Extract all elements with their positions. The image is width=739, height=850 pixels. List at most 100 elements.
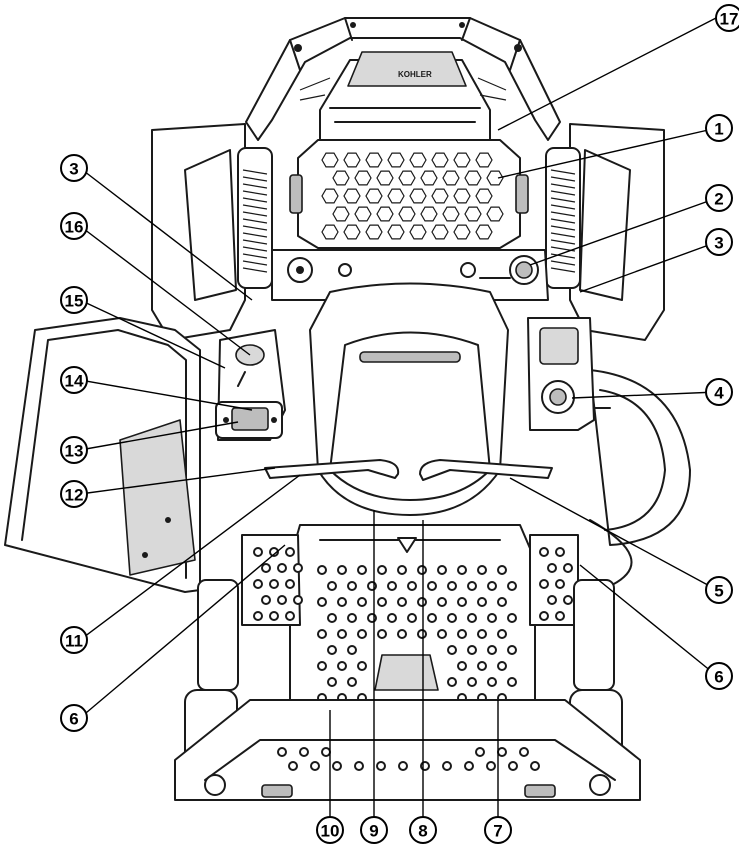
callout-1-label: 1 [714, 120, 723, 139]
floor-hole [408, 582, 416, 590]
floor-hole [398, 566, 406, 574]
callout-6-left: 6 [61, 705, 87, 731]
side-plate-hole [254, 548, 262, 556]
floor-hole [358, 566, 366, 574]
callout-13: 13 [61, 437, 87, 463]
floor-hole [508, 646, 516, 654]
side-plate-hole [556, 612, 564, 620]
floor-hole [348, 582, 356, 590]
callout-6-left-label: 6 [69, 710, 78, 729]
side-plate-hole [556, 548, 564, 556]
floor-hole [498, 662, 506, 670]
callout-13-label: 13 [65, 442, 84, 461]
axle-hole [322, 748, 330, 756]
engine-brand: KOHLER [398, 70, 432, 79]
callout-9-label: 9 [369, 822, 378, 841]
floor-hole [328, 678, 336, 686]
floor-hole [378, 566, 386, 574]
axle-hole [443, 762, 451, 770]
floor-hole [358, 630, 366, 638]
floor-hole [318, 662, 326, 670]
side-plate-hole [564, 564, 572, 572]
callout-3-right-label: 3 [714, 234, 723, 253]
floor-hole [348, 646, 356, 654]
callout-15: 15 [61, 287, 87, 313]
floor-hole [398, 630, 406, 638]
axle-hole [300, 748, 308, 756]
floor-hole [338, 566, 346, 574]
side-plate-hole [270, 612, 278, 620]
axle-hole [311, 762, 319, 770]
side-plate-hole [254, 580, 262, 588]
side-plate-hole [262, 596, 270, 604]
floor-hole [328, 614, 336, 622]
side-plate-hole [556, 580, 564, 588]
side-plate-hole [278, 596, 286, 604]
floor-hole [498, 566, 506, 574]
floor-hole [498, 630, 506, 638]
floor-hole [458, 566, 466, 574]
mower-deck-right [590, 370, 690, 585]
side-plate-hole [548, 596, 556, 604]
floor-hole [448, 614, 456, 622]
callout-7: 7 [485, 817, 511, 843]
floor-hole [348, 614, 356, 622]
side-plate-hole [540, 612, 548, 620]
side-plate-hole [262, 564, 270, 572]
seat [310, 284, 508, 516]
floor-hole [348, 678, 356, 686]
callout-14-label: 14 [65, 372, 84, 391]
axle-hole [509, 762, 517, 770]
callout-2-label: 2 [714, 190, 723, 209]
side-plate-hole [286, 548, 294, 556]
floor-hole [338, 662, 346, 670]
floor-hole [358, 598, 366, 606]
callout-15-label: 15 [65, 292, 84, 311]
side-plate-hole [286, 612, 294, 620]
floor-hole [338, 630, 346, 638]
callout-5: 5 [706, 577, 732, 603]
callout-4-label: 4 [714, 384, 724, 403]
floor-hole [378, 630, 386, 638]
floor-hole [318, 598, 326, 606]
side-plate-hole [540, 548, 548, 556]
callout-3-left: 3 [61, 155, 87, 181]
floor-hole [448, 678, 456, 686]
floor-hole [468, 678, 476, 686]
callout-12: 12 [61, 481, 87, 507]
axle-hole [399, 762, 407, 770]
floor-hole [478, 630, 486, 638]
side-plate-hole [294, 596, 302, 604]
axle-hole [498, 748, 506, 756]
floor-hole [428, 582, 436, 590]
axle-hole [476, 748, 484, 756]
floor-hole [418, 630, 426, 638]
axle-hole [355, 762, 363, 770]
floor-hole [338, 598, 346, 606]
callout-8: 8 [410, 817, 436, 843]
axle-hole [465, 762, 473, 770]
side-plate-hole [286, 580, 294, 588]
floor-hole [318, 566, 326, 574]
side-chute [5, 318, 200, 592]
callout-3-right: 3 [706, 229, 732, 255]
floor-hole [318, 630, 326, 638]
side-plate-hole [540, 580, 548, 588]
floor-hole [378, 598, 386, 606]
callout-17: 17 [716, 5, 739, 31]
axle-hole [531, 762, 539, 770]
side-plate-hole [294, 564, 302, 572]
callout-16-label: 16 [65, 218, 84, 237]
floor-hole [458, 662, 466, 670]
engine-screen [290, 140, 528, 248]
floor-hole [458, 598, 466, 606]
axle-hole [333, 762, 341, 770]
callout-17-label: 17 [720, 10, 739, 29]
floor-hole [388, 582, 396, 590]
floor-hole [488, 582, 496, 590]
floor-hole [458, 630, 466, 638]
side-plate-hole [270, 580, 278, 588]
callout-7-label: 7 [493, 822, 502, 841]
axle-hole [421, 762, 429, 770]
